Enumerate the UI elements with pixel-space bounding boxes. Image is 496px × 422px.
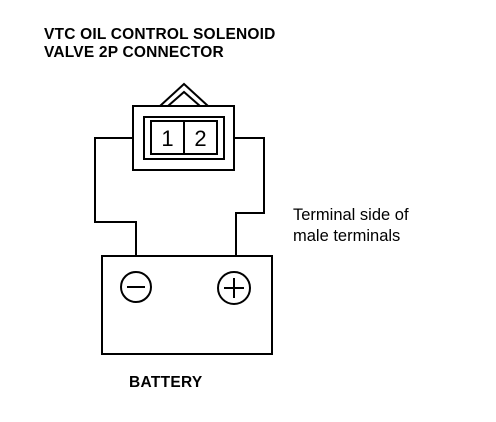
pin-2-label: 2 [194, 126, 206, 151]
wire-pin-2-to-positive [234, 137, 265, 256]
negative-terminal [120, 271, 152, 303]
battery-body [101, 255, 273, 355]
battery-label: BATTERY [129, 374, 203, 391]
pin-1-label: 1 [161, 126, 173, 151]
plus-icon [224, 278, 244, 298]
terminal-side-note: Terminal side of male terminals [293, 205, 409, 247]
connector-latch-outer [159, 82, 209, 107]
pin-2-cell [183, 120, 218, 155]
connector-latch-inner [167, 90, 201, 107]
note-line-2: male terminals [293, 227, 401, 245]
wire-pin-1-to-negative [94, 137, 137, 256]
positive-terminal [217, 271, 251, 305]
diagram-title: VTC OIL CONTROL SOLENOID VALVE 2P CONNEC… [44, 26, 276, 62]
connector-body [143, 116, 225, 160]
note-line-1: Terminal side of [293, 206, 409, 224]
title-line-1: VTC OIL CONTROL SOLENOID [44, 26, 276, 43]
title-line-2: VALVE 2P CONNECTOR [44, 44, 224, 61]
